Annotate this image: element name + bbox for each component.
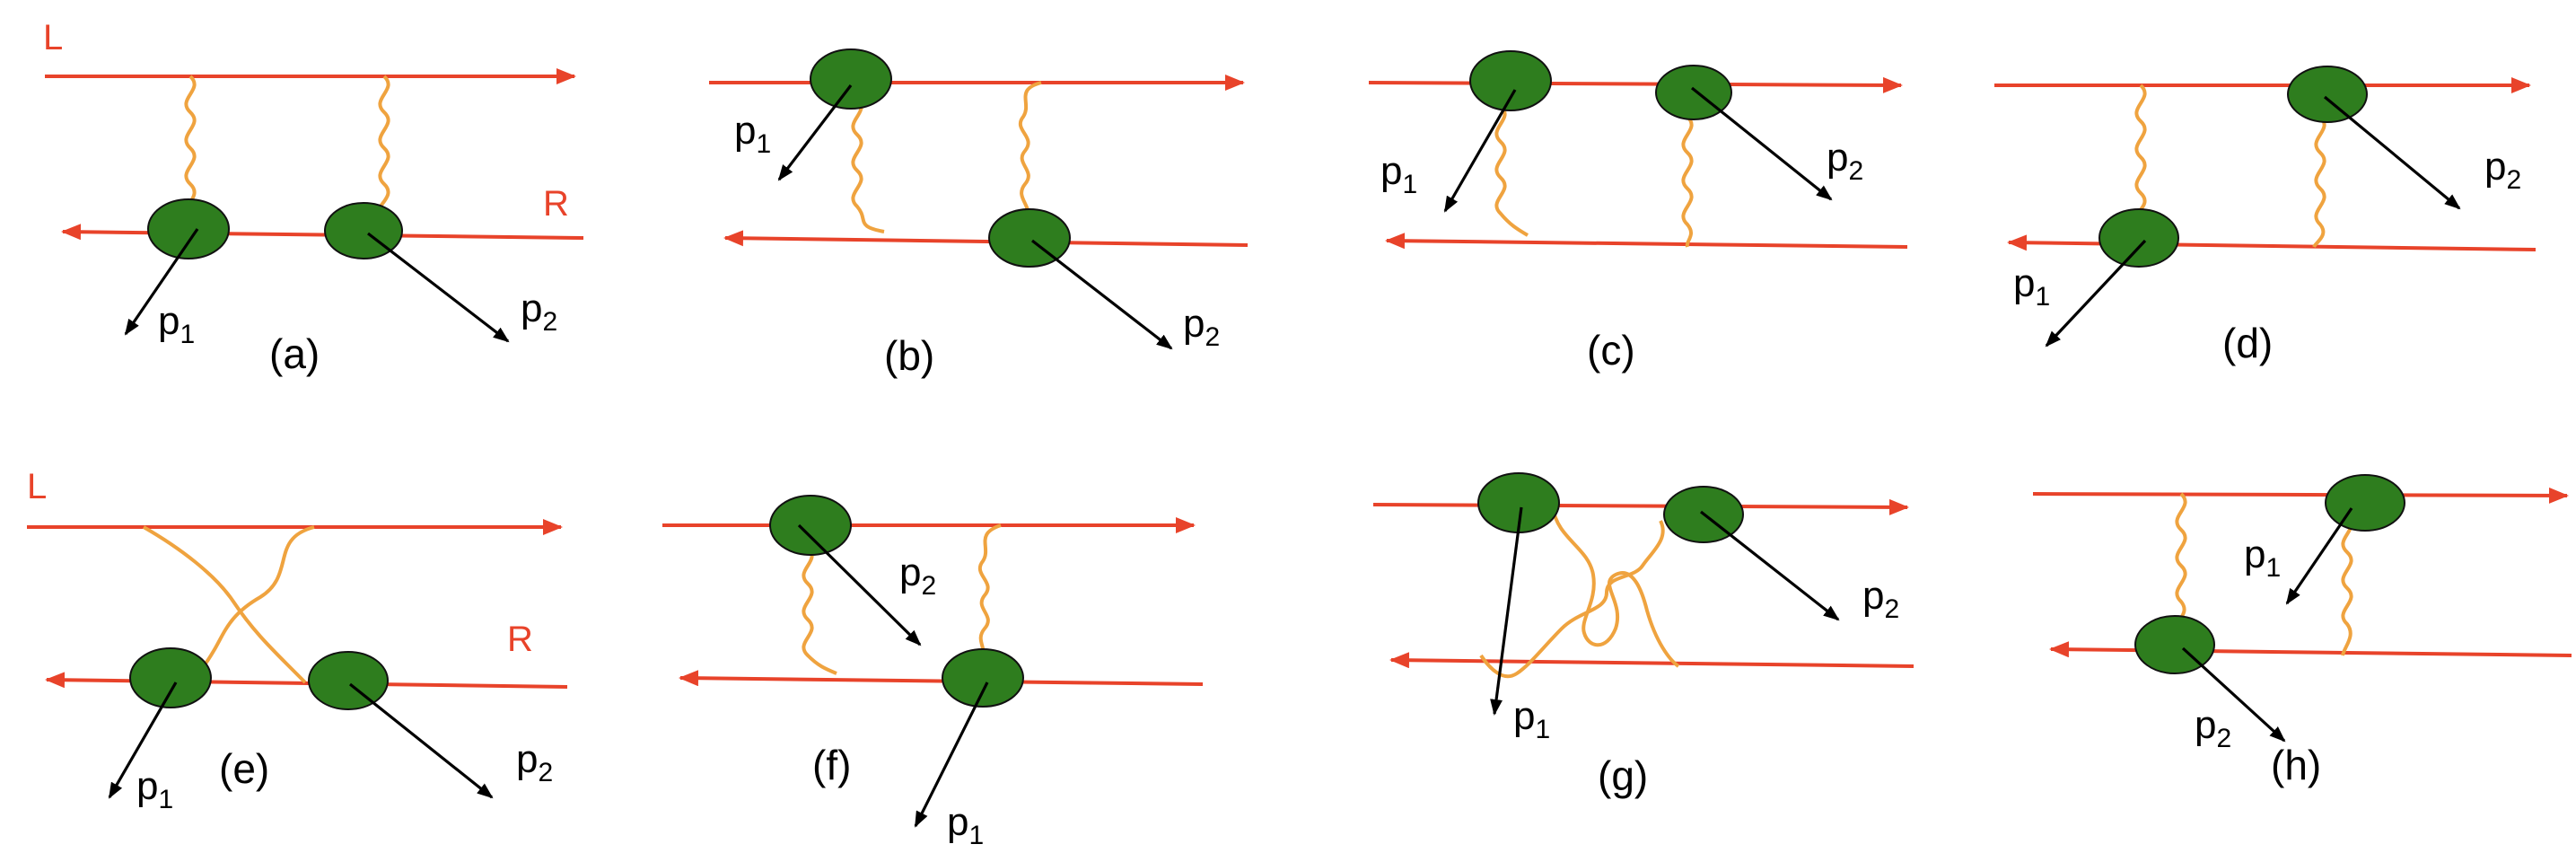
top-line: [1368, 76, 1903, 93]
diagram-c: p1 p2 (c): [1368, 50, 1908, 374]
gluon-line: [143, 525, 307, 684]
gluon-line: [1479, 520, 1665, 679]
gluon-line: [2175, 492, 2187, 628]
momentum-arrow: [1691, 86, 1833, 201]
diagram-e: L R p1 p2 (e): [27, 467, 568, 814]
momentum-label: p1: [947, 800, 984, 850]
bottom-line-label: R: [507, 620, 533, 659]
momentum-label: p1: [2013, 261, 2050, 312]
momentum-arrow: [777, 84, 853, 181]
bottom-line: [61, 224, 584, 241]
momentum-arrow: [2323, 95, 2461, 210]
momentum-arrow: [1490, 506, 1523, 716]
vertex-blob: [308, 651, 389, 710]
momentum-label: p1: [734, 109, 771, 159]
vertex-blob: [1469, 50, 1552, 111]
momentum-arrow: [914, 682, 989, 828]
momentum-label: p2: [521, 286, 557, 337]
momentum-label: p1: [1380, 149, 1417, 199]
momentum-arrow: [2045, 239, 2147, 347]
gluon-line: [977, 523, 1002, 656]
diagram-caption: (c): [1587, 327, 1635, 374]
vertex-blob: [2098, 208, 2179, 268]
diagram-caption: (g): [1598, 752, 1648, 799]
diagram-b: p1 p2 (b): [709, 48, 1249, 379]
gluon-line: [183, 75, 197, 222]
bottom-line: [2049, 641, 2572, 658]
diagram-g: p2 p1 (g): [1372, 472, 1914, 799]
gluon-line: [802, 546, 837, 675]
bottom-line: [2007, 234, 2537, 251]
gluon-line: [1681, 115, 1694, 248]
vertex-blob: [2287, 66, 2368, 123]
momentum-arrow: [367, 232, 510, 343]
gluon-line: [373, 75, 390, 222]
diagram-caption: (e): [219, 745, 269, 792]
diagram-caption: (b): [884, 332, 934, 379]
diagram-h: p1 p2 (h): [2032, 474, 2572, 788]
gluon-line: [1018, 81, 1042, 221]
momentum-label: p2: [1183, 302, 1220, 352]
vertex-blob: [988, 208, 1071, 268]
momentum-arrow: [1031, 239, 1173, 350]
momentum-label: p2: [2484, 145, 2521, 195]
gluon-line: [2312, 115, 2326, 249]
diagram-caption: (h): [2271, 742, 2321, 788]
momentum-arrow: [1700, 510, 1840, 621]
momentum-label: p1: [158, 299, 195, 349]
diagram-a: L R p1 p2 (a): [43, 18, 584, 377]
momentum-arrow: [108, 682, 178, 799]
vertex-blob: [129, 647, 212, 708]
momentum-arrow: [2181, 646, 2286, 743]
gluon-line: [851, 97, 885, 233]
bottom-line: [1385, 233, 1908, 250]
top-line: [1372, 498, 1909, 515]
bottom-line-label: R: [543, 184, 569, 224]
momentum-arrow: [124, 228, 199, 336]
vertex-blob: [810, 48, 892, 110]
top-line: [2032, 487, 2569, 504]
top-line-label: L: [43, 18, 63, 57]
momentum-arrow: [2285, 507, 2353, 605]
bottom-line: [679, 670, 1204, 687]
gluon-line: [2341, 514, 2353, 656]
bottom-line: [723, 230, 1249, 247]
vertex-blob: [147, 198, 230, 259]
diagram-d: p2 p1 (d): [1994, 66, 2537, 366]
momentum-label: p1: [1513, 694, 1550, 744]
diagram-caption: (f): [812, 742, 851, 788]
diagram-f: p2 p1 (f): [662, 495, 1204, 850]
gluon-line: [1551, 506, 1680, 668]
gluon-line: [194, 525, 315, 677]
bottom-line: [45, 672, 568, 689]
momentum-arrow: [349, 682, 494, 799]
momentum-arrow: [797, 523, 922, 646]
vertex-blob: [769, 495, 852, 556]
momentum-label: p1: [136, 764, 173, 814]
momentum-label: p2: [516, 737, 553, 787]
momentum-label: p1: [2244, 532, 2281, 583]
diagram-caption: (d): [2222, 320, 2273, 366]
diagram-caption: (a): [269, 330, 320, 377]
bottom-line: [1389, 652, 1914, 669]
gluon-line: [1494, 104, 1529, 237]
vertex-blob: [2325, 474, 2405, 532]
momentum-label: p2: [1827, 136, 1863, 186]
momentum-label: p2: [2195, 703, 2231, 753]
gluon-line: [2132, 84, 2147, 226]
top-line-label: L: [27, 467, 47, 506]
momentum-label: p2: [1862, 574, 1899, 624]
momentum-label: p2: [899, 550, 936, 601]
momentum-arrow: [1443, 89, 1517, 213]
vertex-blob: [942, 648, 1024, 708]
